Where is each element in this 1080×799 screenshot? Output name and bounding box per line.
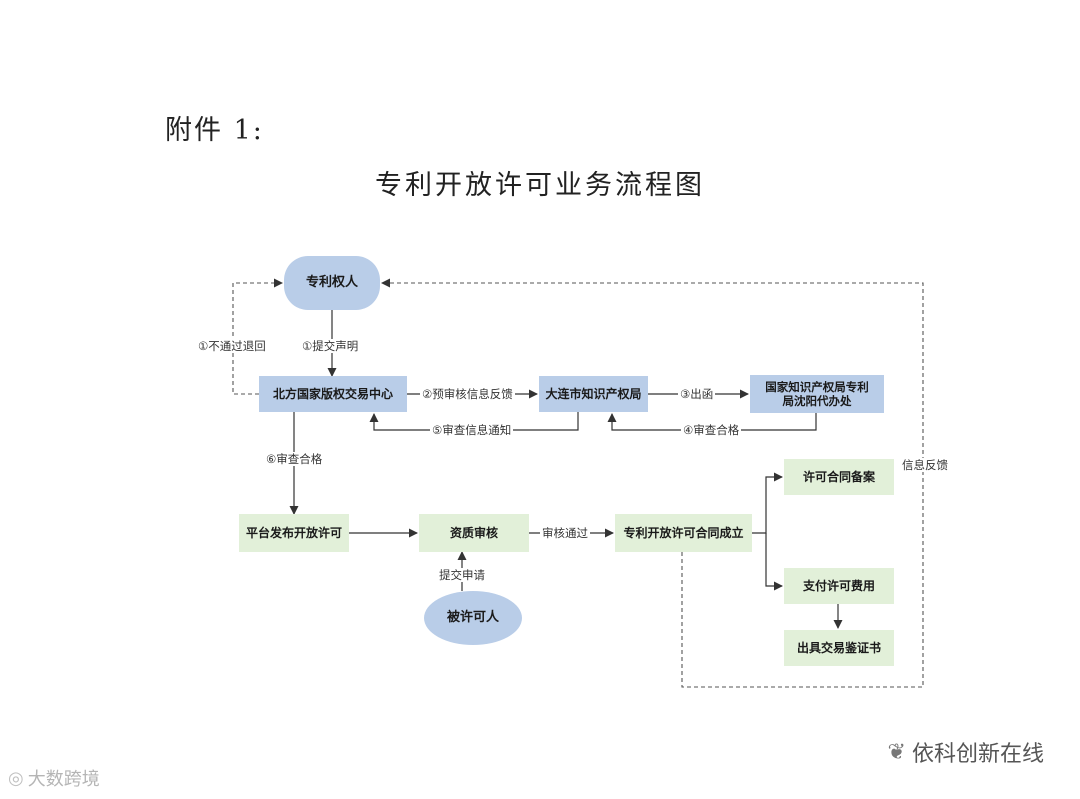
label-issue-letter: ③出函 <box>678 387 716 401</box>
node-dalian-office: 大连市知识产权局 <box>539 376 648 412</box>
label-review-passed-4: ④审查合格 <box>681 423 742 437</box>
label-info-feedback: 信息反馈 <box>900 458 950 472</box>
label-audit-passed: 审核通过 <box>540 526 590 540</box>
node-certificate: 出具交易鉴证书 <box>784 630 894 666</box>
watermark-right-text: 依科创新在线 <box>911 742 1044 767</box>
label-submit-application: 提交申请 <box>437 568 487 582</box>
label-submit-statement: ①提交声明 <box>300 339 361 353</box>
label-review-passed-6: ⑥审查合格 <box>264 452 325 466</box>
page-title: 专利开放许可业务流程图 <box>375 170 705 201</box>
node-qualification: 资质审核 <box>419 514 529 552</box>
node-publish: 平台发布开放许可 <box>239 514 349 552</box>
node-beijing-center: 北方国家版权交易中心 <box>259 376 407 412</box>
label-review-notice: ⑤审查信息通知 <box>430 423 514 437</box>
watermark-left-text: 大数跨境 <box>27 769 100 790</box>
edge-contract-to-record <box>752 472 783 534</box>
edge-not-passed-return <box>232 278 283 395</box>
edge-contract-to-pay <box>765 533 783 591</box>
label-pre-review-feedback: ②预审核信息反馈 <box>420 387 515 401</box>
watermark-right: ❦ 依科创新在线 <box>888 736 1044 768</box>
label-not-passed-return: ①不通过退回 <box>196 339 268 353</box>
watermark-left: ◎ 大数跨境 <box>8 765 100 791</box>
node-record: 许可合同备案 <box>784 459 894 495</box>
node-pay: 支付许可费用 <box>784 568 894 604</box>
wechat-icon: ❦ <box>887 739 906 765</box>
node-patentee: 专利权人 <box>284 256 380 310</box>
node-shenyang-office: 国家知识产权局专利局沈阳代办处 <box>750 375 884 413</box>
node-contract: 专利开放许可合同成立 <box>615 514 752 552</box>
attachment-label: 附件 1: <box>165 115 264 146</box>
node-licensee: 被许可人 <box>424 591 522 645</box>
weibo-icon: ◎ <box>8 767 24 789</box>
edge-info-feedback <box>381 278 924 688</box>
